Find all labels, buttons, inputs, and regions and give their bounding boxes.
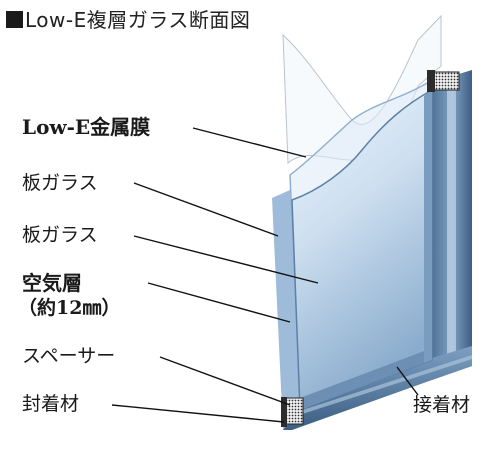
leader-adhesive — [396, 366, 419, 396]
label-glass-2: 板ガラス — [22, 224, 98, 246]
diagram-title: Low-E複層ガラス断面図 — [6, 4, 250, 33]
label-air-layer: 空気層 — [22, 271, 82, 295]
front-glass-inner-frame-right — [424, 90, 432, 363]
leader-lowe-film — [192, 127, 307, 158]
leader-glass-2 — [133, 235, 319, 284]
label-lowe-film: Low-E金属膜 — [22, 115, 151, 139]
label-adhesive: 接着材 — [413, 394, 471, 416]
label-spacer: スペーサー — [22, 345, 116, 367]
unit-left-edge — [272, 190, 300, 430]
leader-air-layer — [147, 282, 291, 323]
front-glass-inner-frame — [300, 348, 432, 410]
spacer-bottom — [284, 397, 304, 425]
leader-spacer — [159, 356, 291, 406]
unit-right-edge-highlight — [447, 75, 456, 375]
label-air-layer-thickness: （約12㎜） — [18, 297, 121, 319]
leader-glass-1 — [133, 182, 279, 237]
unit-bottom-edge-highlight — [290, 355, 472, 418]
diagram-title-text: Low-E複層ガラス断面図 — [25, 8, 251, 32]
square-bullet-icon — [6, 11, 23, 28]
sealant-bottom — [281, 397, 287, 427]
label-sealant: 封着材 — [22, 393, 80, 415]
front-glass-face — [291, 88, 433, 412]
leader-sealant — [111, 404, 285, 423]
sealant-top — [427, 70, 435, 92]
label-glass-1: 板ガラス — [22, 172, 98, 194]
spacer-top — [432, 71, 460, 91]
